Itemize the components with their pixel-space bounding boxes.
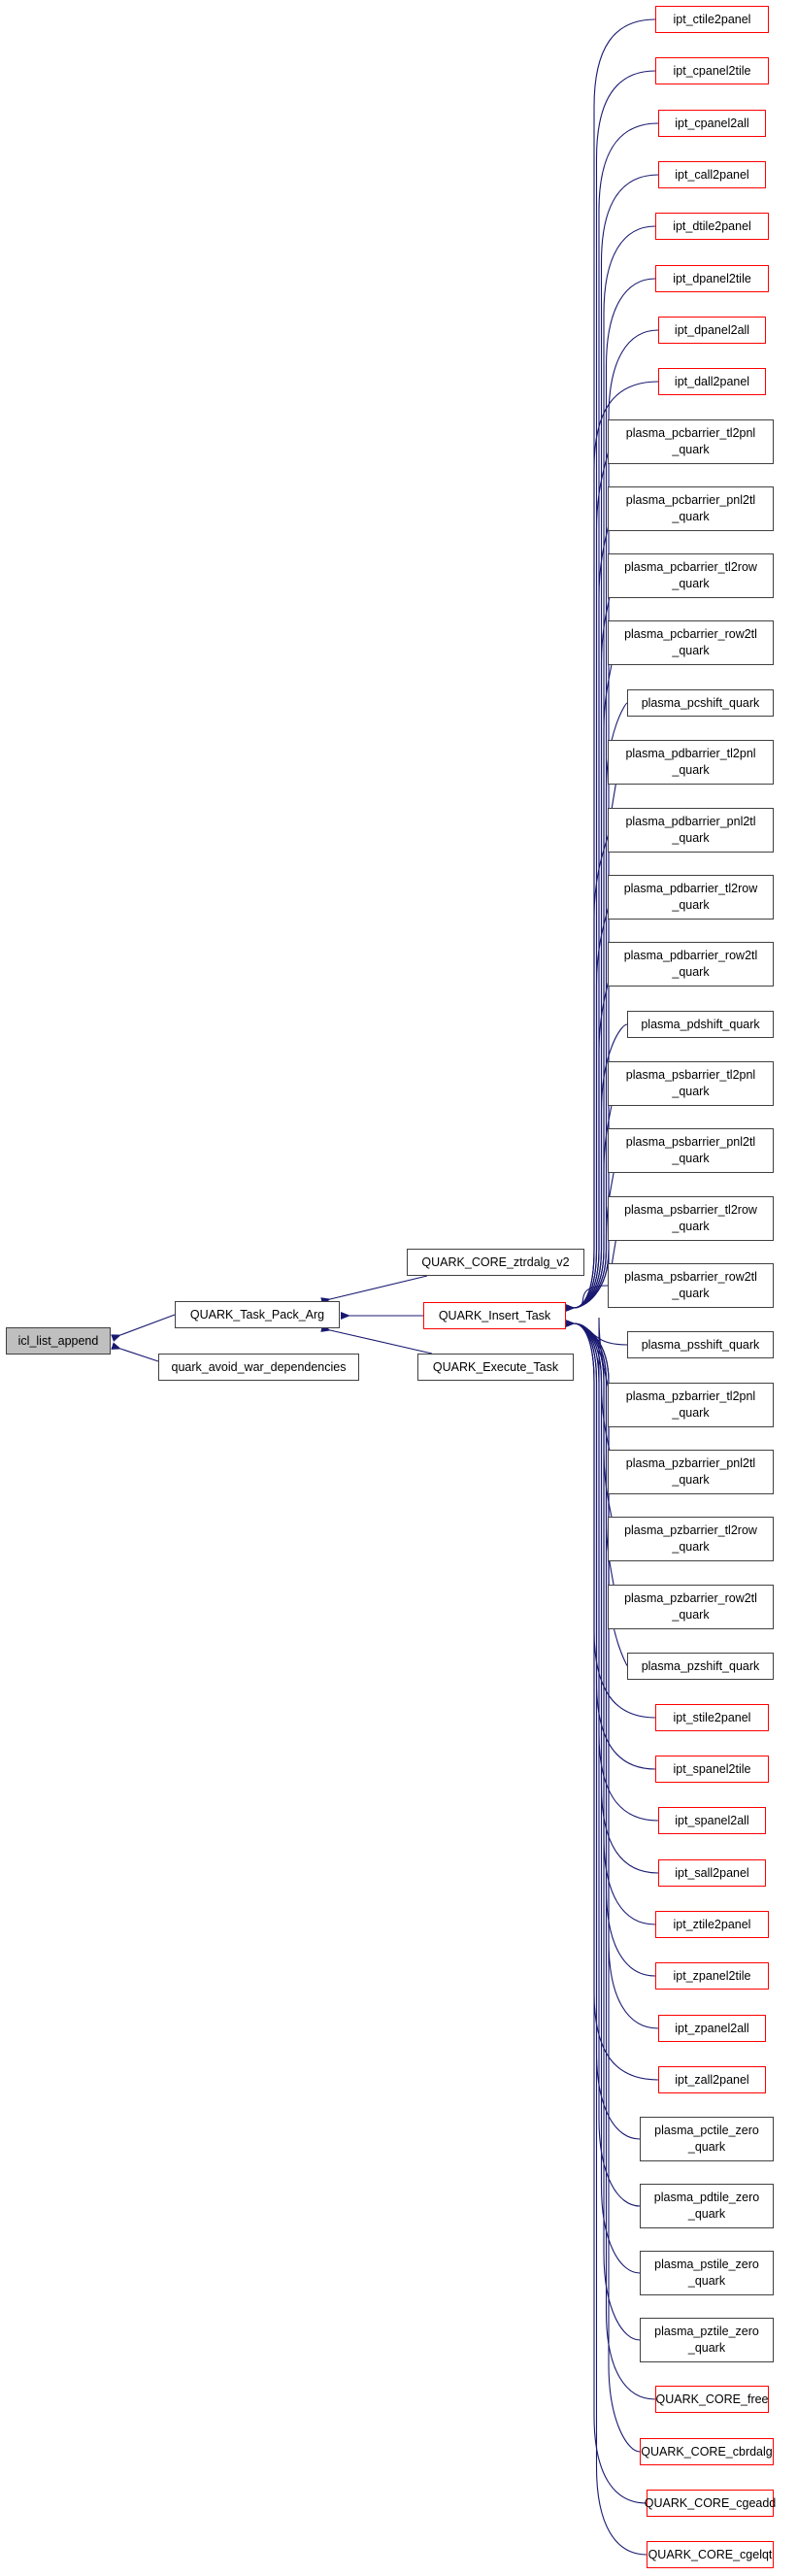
node-caller-plasma-pdshift-quark[interactable]: plasma_pdshift_quark (627, 1011, 774, 1038)
node-caller-plasma-psbarrier-pnl2tl-quark[interactable]: plasma_psbarrier_pnl2tl _quark (608, 1128, 774, 1173)
node-caller-ipt-zpanel2all[interactable]: ipt_zpanel2all (658, 2015, 766, 2042)
node-caller-plasma-psbarrier-row2tl-quark[interactable]: plasma_psbarrier_row2tl _quark (608, 1263, 774, 1308)
call-edge (564, 1319, 648, 2504)
node-caller-plasma-pdbarrier-tl2pnl-quark[interactable]: plasma_pdbarrier_tl2pnl _quark (608, 740, 774, 785)
node-caller-quark-core-cgeadd[interactable]: QUARK_CORE_cgeadd (645, 2490, 776, 2517)
node-caller-plasma-pztile-zero-quark[interactable]: plasma_pztile_zero _quark (640, 2318, 774, 2362)
node-caller-quark-core-cgelqt[interactable]: QUARK_CORE_cgelqt (647, 2541, 774, 2568)
edge-avoid-war-to-icl-list-append (111, 1342, 159, 1362)
node-caller-ipt-dpanel2all[interactable]: ipt_dpanel2all (658, 317, 766, 344)
node-caller-plasma-pcbarrier-pnl2tl-quark[interactable]: plasma_pcbarrier_pnl2tl _quark (608, 486, 774, 531)
node-caller-ipt-zall2panel[interactable]: ipt_zall2panel (658, 2066, 766, 2093)
edge-execute-task-to-task-pack-arg (320, 1324, 433, 1355)
node-caller-ipt-cpanel2all[interactable]: ipt_cpanel2all (658, 110, 766, 137)
call-edge (564, 1319, 659, 2081)
node-caller-ipt-cpanel2tile[interactable]: ipt_cpanel2tile (655, 57, 769, 84)
node-caller-ipt-dpanel2tile[interactable]: ipt_dpanel2tile (655, 265, 769, 292)
node-caller-quark-core-cbrdalg[interactable]: QUARK_CORE_cbrdalg (640, 2438, 774, 2465)
call-edge (564, 829, 610, 1313)
node-caller-quark-core-free[interactable]: QUARK_CORE_free (655, 2386, 769, 2413)
node-caller-plasma-psbarrier-tl2row-quark[interactable]: plasma_psbarrier_tl2row _quark (608, 1196, 774, 1241)
node-caller-plasma-pcshift-quark[interactable]: plasma_pcshift_quark (627, 689, 774, 717)
node-quark-core-ztrdalg-v2[interactable]: QUARK_CORE_ztrdalg_v2 (407, 1249, 584, 1276)
node-caller-ipt-spanel2tile[interactable]: ipt_spanel2tile (655, 1756, 769, 1783)
node-caller-plasma-pzbarrier-pnl2tl-quark[interactable]: plasma_pzbarrier_pnl2tl _quark (608, 1450, 774, 1494)
node-caller-plasma-pzbarrier-tl2pnl-quark[interactable]: plasma_pzbarrier_tl2pnl _quark (608, 1383, 774, 1427)
node-caller-ipt-sall2panel[interactable]: ipt_sall2panel (658, 1859, 766, 1887)
node-quark-execute-task[interactable]: QUARK_Execute_Task (417, 1354, 574, 1381)
node-caller-ipt-ztile2panel[interactable]: ipt_ztile2panel (655, 1911, 769, 1938)
node-caller-plasma-pzshift-quark[interactable]: plasma_pzshift_quark (627, 1653, 774, 1680)
node-quark-insert-task[interactable]: QUARK_Insert_Task (423, 1302, 566, 1329)
node-caller-plasma-pdbarrier-row2tl-quark[interactable]: plasma_pdbarrier_row2tl _quark (608, 942, 774, 987)
node-caller-plasma-psshift-quark[interactable]: plasma_psshift_quark (627, 1331, 774, 1358)
node-caller-plasma-psbarrier-tl2pnl-quark[interactable]: plasma_psbarrier_tl2pnl _quark (608, 1061, 774, 1106)
node-caller-plasma-pzbarrier-row2tl-quark[interactable]: plasma_pzbarrier_row2tl _quark (608, 1585, 774, 1629)
edge-ztrdalg-to-task-pack-arg (320, 1275, 428, 1305)
node-caller-ipt-spanel2all[interactable]: ipt_spanel2all (658, 1807, 766, 1834)
node-quark-avoid-war-dependencies[interactable]: quark_avoid_war_dependencies (158, 1354, 359, 1381)
node-caller-ipt-stile2panel[interactable]: ipt_stile2panel (655, 1704, 769, 1731)
node-caller-plasma-pcbarrier-tl2row-quark[interactable]: plasma_pcbarrier_tl2row _quark (608, 553, 774, 598)
root-node-icl-list-append: icl_list_append (6, 1327, 111, 1355)
call-edge (564, 1023, 628, 1313)
node-caller-plasma-pstile-zero-quark[interactable]: plasma_pstile_zero _quark (640, 2251, 774, 2295)
node-caller-plasma-pzbarrier-tl2row-quark[interactable]: plasma_pzbarrier_tl2row _quark (608, 1517, 774, 1561)
call-edge (564, 1319, 641, 2274)
call-edge (564, 1319, 648, 2556)
call-edge (564, 508, 612, 1313)
node-caller-plasma-pcbarrier-row2tl-quark[interactable]: plasma_pcbarrier_row2tl _quark (608, 620, 774, 665)
node-caller-plasma-pctile-zero-quark[interactable]: plasma_pctile_zero _quark (640, 2117, 774, 2161)
call-edge (564, 1319, 641, 2453)
node-caller-plasma-pdtile-zero-quark[interactable]: plasma_pdtile_zero _quark (640, 2184, 774, 2228)
call-edge (564, 1317, 612, 1406)
call-edge (564, 1319, 656, 2400)
node-caller-ipt-dtile2panel[interactable]: ipt_dtile2panel (655, 213, 769, 240)
node-caller-ipt-ctile2panel[interactable]: ipt_ctile2panel (655, 6, 769, 33)
node-caller-ipt-dall2panel[interactable]: ipt_dall2panel (658, 368, 766, 395)
node-caller-ipt-zpanel2tile[interactable]: ipt_zpanel2tile (655, 1962, 769, 1990)
node-caller-plasma-pdbarrier-tl2row-quark[interactable]: plasma_pdbarrier_tl2row _quark (608, 875, 774, 920)
node-quark-task-pack-arg[interactable]: QUARK_Task_Pack_Arg (175, 1301, 340, 1328)
node-caller-plasma-pdbarrier-pnl2tl-quark[interactable]: plasma_pdbarrier_pnl2tl _quark (608, 808, 774, 853)
edge-task-pack-arg-to-icl-list-append (111, 1314, 176, 1342)
node-caller-ipt-call2panel[interactable]: ipt_call2panel (658, 161, 766, 188)
call-edge (564, 1285, 609, 1313)
node-caller-plasma-pcbarrier-tl2pnl-quark[interactable]: plasma_pcbarrier_tl2pnl _quark (608, 419, 774, 464)
